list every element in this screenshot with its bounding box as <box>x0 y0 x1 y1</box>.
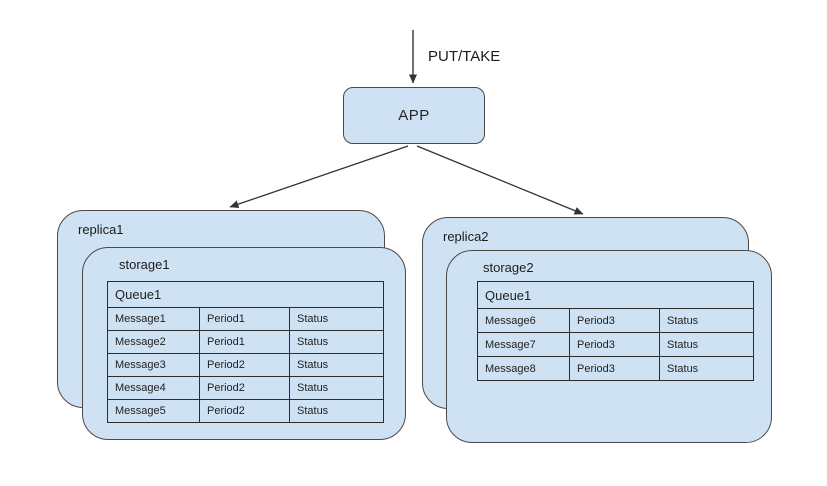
table-cell: Status <box>289 353 384 377</box>
table-cell: Period3 <box>569 356 660 381</box>
table-row: Message8 Period3 Status <box>477 356 754 381</box>
table-cell: Status <box>289 330 384 354</box>
queue1-table-storage2: Queue1 Message6 Period3 Status Message7 … <box>477 281 754 381</box>
replica1-label: replica1 <box>78 222 124 237</box>
table-cell: Period1 <box>199 307 290 331</box>
table-cell: Message5 <box>107 399 200 423</box>
app-to-replica1-connector <box>229 145 409 209</box>
table-cell: Period2 <box>199 353 290 377</box>
table-cell: Message3 <box>107 353 200 377</box>
table-cell: Message6 <box>477 308 570 333</box>
queue-title-row: Queue1 <box>107 281 384 308</box>
table-cell: Status <box>659 332 754 357</box>
queue-title: Queue1 <box>107 281 384 308</box>
storage1-label: storage1 <box>119 257 170 272</box>
table-row: Message4 Period2 Status <box>107 376 384 400</box>
queue-title-row: Queue1 <box>477 281 754 309</box>
table-cell: Status <box>289 307 384 331</box>
table-cell: Period3 <box>569 332 660 357</box>
table-row: Message1 Period1 Status <box>107 307 384 331</box>
table-cell: Status <box>659 308 754 333</box>
table-cell: Status <box>659 356 754 381</box>
replica2-label: replica2 <box>443 229 489 244</box>
queue-title: Queue1 <box>477 281 754 309</box>
table-cell: Period2 <box>199 399 290 423</box>
app-node-label: APP <box>398 107 430 124</box>
app-to-replica2-connector <box>416 145 584 215</box>
table-cell: Status <box>289 399 384 423</box>
table-cell: Message2 <box>107 330 200 354</box>
table-cell: Message7 <box>477 332 570 357</box>
table-cell: Period1 <box>199 330 290 354</box>
table-cell: Message8 <box>477 356 570 381</box>
app-node: APP <box>343 87 485 144</box>
table-row: Message6 Period3 Status <box>477 308 754 333</box>
table-cell: Period3 <box>569 308 660 333</box>
table-cell: Message4 <box>107 376 200 400</box>
table-cell: Period2 <box>199 376 290 400</box>
put-take-label: PUT/TAKE <box>428 48 501 65</box>
table-row: Message7 Period3 Status <box>477 332 754 357</box>
queue1-table-storage1: Queue1 Message1 Period1 Status Message2 … <box>107 281 384 423</box>
table-cell: Message1 <box>107 307 200 331</box>
table-cell: Status <box>289 376 384 400</box>
table-row: Message3 Period2 Status <box>107 353 384 377</box>
storage2-label: storage2 <box>483 260 534 275</box>
table-row: Message5 Period2 Status <box>107 399 384 423</box>
table-row: Message2 Period1 Status <box>107 330 384 354</box>
